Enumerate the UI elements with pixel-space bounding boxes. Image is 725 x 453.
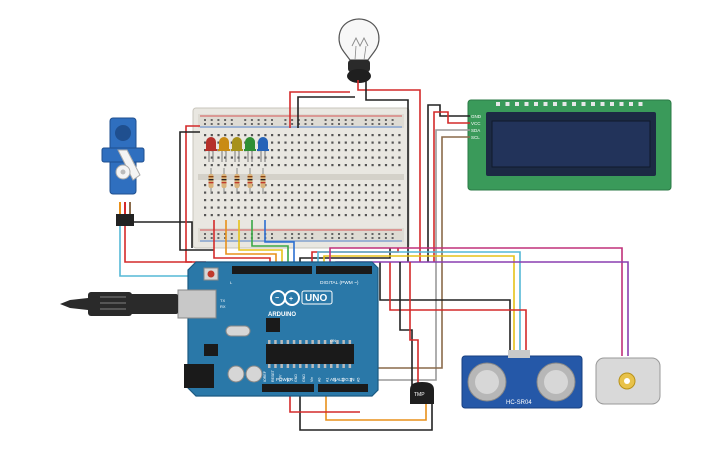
led-1[interactable]	[218, 137, 230, 162]
resistor-0[interactable]	[208, 168, 214, 194]
led-0[interactable]	[205, 137, 217, 162]
power-header[interactable]	[262, 384, 314, 392]
temperature-sensor[interactable]: TMP	[410, 382, 434, 404]
pin-label-3: 5V	[286, 377, 290, 382]
led-group	[205, 137, 269, 162]
lcd-pin-gnd: GND	[471, 114, 482, 119]
indicator-rx: RX	[220, 304, 226, 309]
analog-header[interactable]	[318, 384, 368, 392]
pin-label-7: A0	[318, 378, 322, 382]
pin-label-8: A1	[325, 378, 329, 382]
usb-port[interactable]	[177, 289, 217, 319]
resistor-1[interactable]	[221, 168, 227, 194]
uno-label: UNO	[305, 293, 327, 304]
led-3[interactable]	[244, 137, 256, 162]
digital-header-2[interactable]	[316, 266, 372, 274]
resistor-2[interactable]	[234, 168, 240, 194]
lcd-pin-sda: SDA	[471, 128, 480, 133]
lcd-pin-labels: GND VCC SDA SCL	[471, 114, 482, 140]
ultrasonic-sensor[interactable]: HC-SR04	[461, 350, 583, 409]
pin-label-4: GND	[294, 374, 298, 382]
resistor-3[interactable]	[247, 168, 253, 194]
atmega-chip	[266, 344, 354, 364]
power-jack[interactable]	[184, 364, 214, 388]
ultrasonic-model-label: HC-SR04	[506, 400, 532, 406]
pin-label-10: A3	[341, 378, 345, 382]
light-bulb[interactable]	[338, 18, 380, 83]
digital-header[interactable]	[232, 266, 312, 274]
led-2[interactable]	[231, 137, 243, 162]
pin-label-5: GND	[302, 374, 306, 382]
led-4[interactable]	[257, 137, 269, 162]
indicator-tx: TX	[220, 298, 225, 303]
resistor-group	[208, 168, 266, 194]
tmp-label: TMP	[414, 392, 425, 398]
chip-pins	[268, 340, 352, 368]
lcd-header-pins	[496, 102, 643, 106]
indicator-l: L	[230, 280, 233, 285]
arduino-logo-text: ARDUINO	[268, 312, 296, 318]
analog-in-label: ANALOG IN	[330, 377, 355, 382]
lcd-module[interactable]: GND VCC SDA SCL	[467, 99, 672, 191]
lcd-pin-vcc: VCC	[471, 121, 481, 126]
reset-button-cap[interactable]	[207, 270, 215, 278]
pin-label-9: A2	[333, 378, 337, 382]
digital-pwm-label: DIGITAL (PWM ~)	[320, 280, 359, 286]
arduino-uno-board[interactable]: − + ARDUINO UNO DIGITAL (PWM ~) POWER AN…	[177, 261, 379, 397]
dc-motor[interactable]	[595, 357, 661, 405]
indicator-labels: TX RX L ON	[220, 280, 336, 343]
power-label: POWER	[276, 377, 294, 382]
pin-label-0: IOREF	[263, 370, 267, 382]
svg-text:−: −	[275, 295, 279, 302]
servo-motor[interactable]	[101, 117, 145, 226]
usb-cable	[60, 292, 178, 316]
lcd-pin-scl: SCL	[471, 135, 480, 140]
indicator-on: ON	[330, 338, 336, 343]
arduino-logo: − +	[270, 290, 300, 306]
wire-group	[119, 80, 629, 431]
resistor-4[interactable]	[260, 168, 266, 194]
pin-label-12: A5	[357, 378, 361, 382]
pin-label-1: RESET	[271, 369, 275, 382]
pin-label-2: 3.3V	[279, 374, 283, 382]
pin-label-11: A4	[349, 378, 353, 382]
svg-text:+: +	[289, 296, 293, 303]
pin-label-6: Vin	[310, 377, 314, 382]
